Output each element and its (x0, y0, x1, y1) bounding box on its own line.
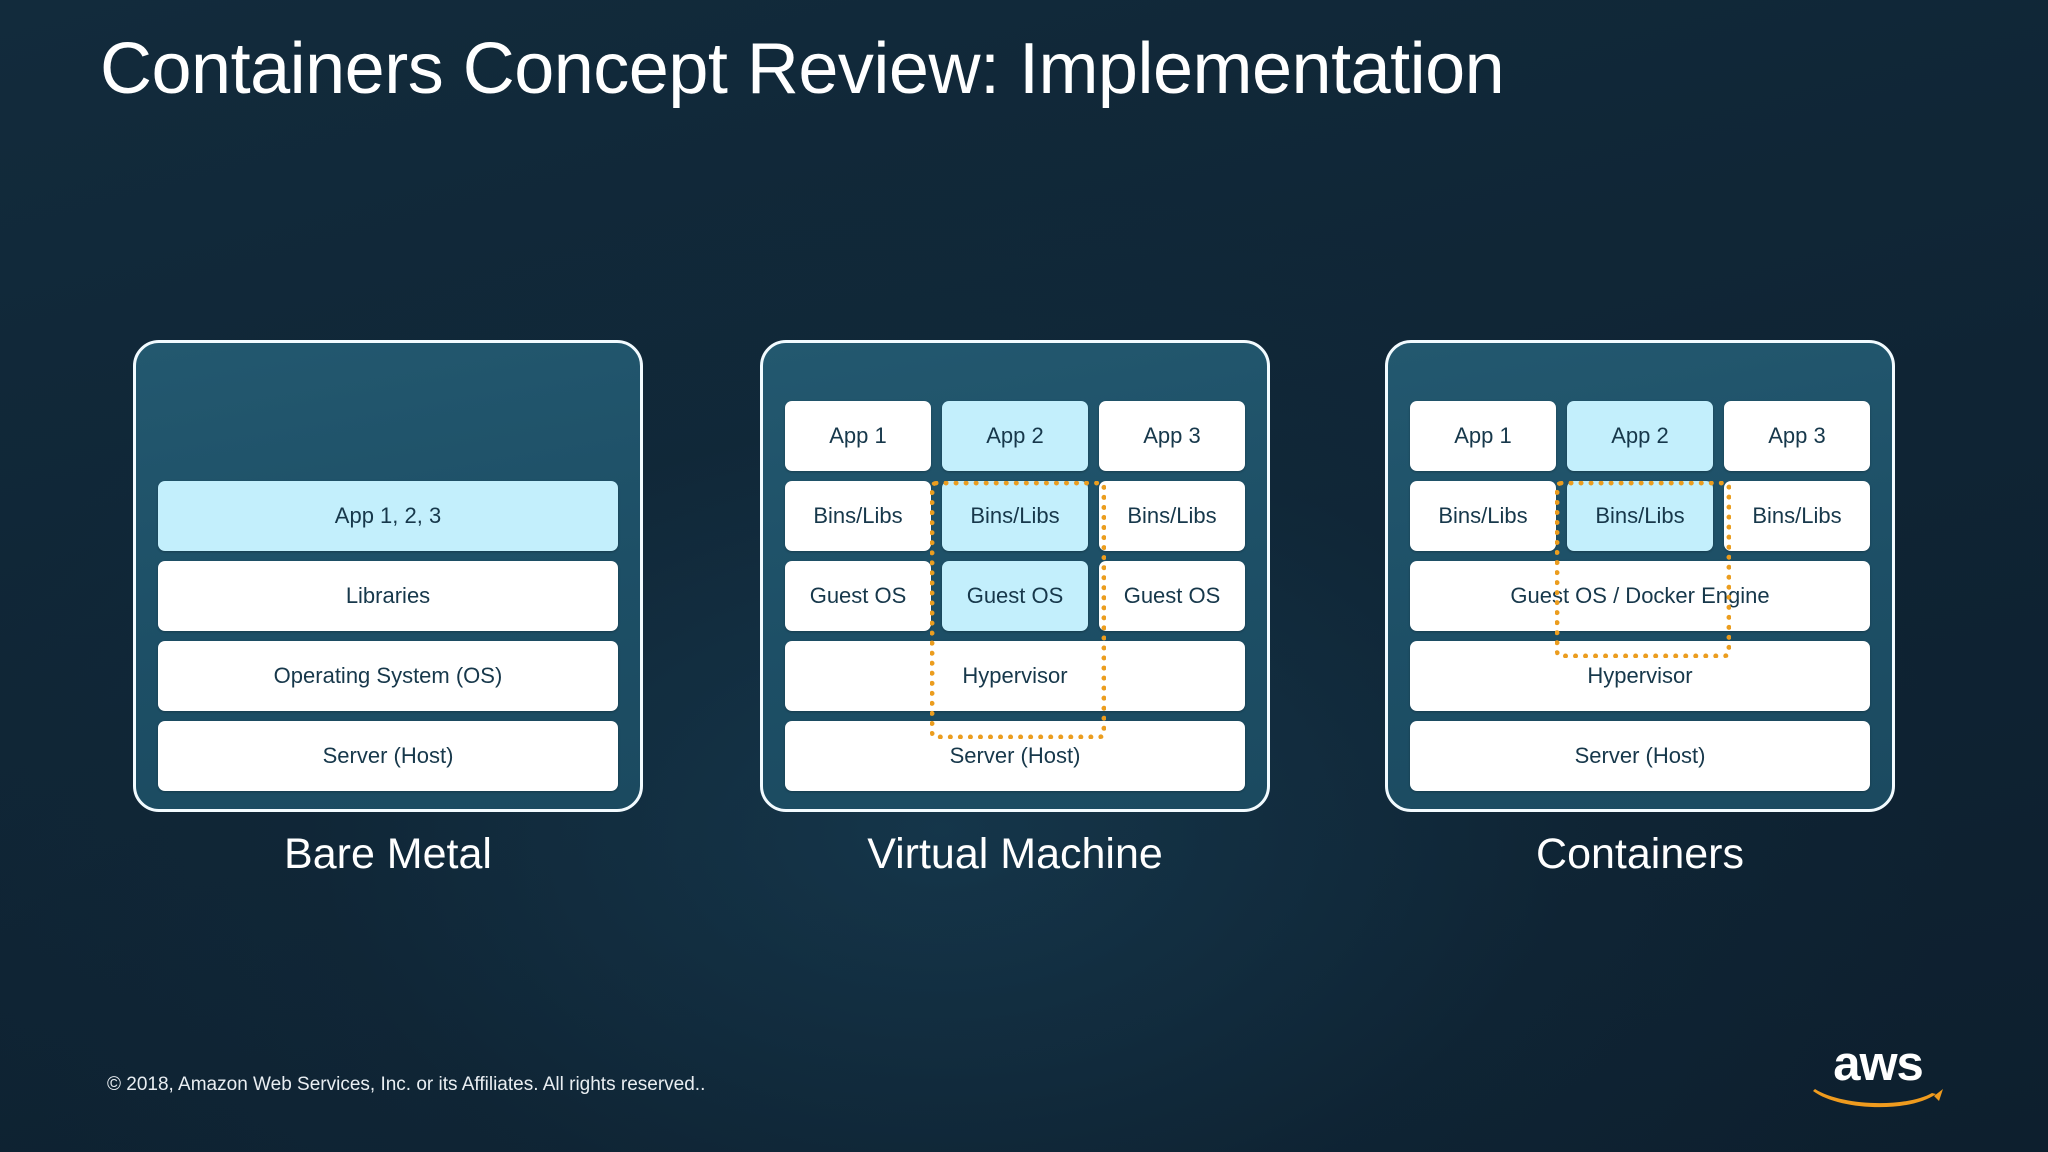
stack-cell-app1[interactable]: App 1 (785, 401, 931, 471)
stack-cell-app2[interactable]: App 2 (942, 401, 1088, 471)
panel-column-bare-metal: App 1, 2, 3 Libraries Operating System (… (133, 340, 643, 878)
aws-smile-arrow-icon (1813, 1089, 1943, 1108)
panel-caption-virtual-machine: Virtual Machine (867, 830, 1163, 878)
stack-cell-hypervisor[interactable]: Hypervisor (1410, 641, 1870, 711)
stack-cell-binslibs1[interactable]: Bins/Libs (1410, 481, 1556, 551)
aws-wordmark-text: aws (1833, 1037, 1924, 1091)
aws-logo: aws (1808, 1040, 1948, 1112)
stack-row-server: Server (Host) (1410, 721, 1870, 791)
stack-cell-docker-engine[interactable]: Guest OS / Docker Engine (1410, 561, 1870, 631)
panel-bare-metal: App 1, 2, 3 Libraries Operating System (… (133, 340, 643, 812)
panel-spacer (1410, 361, 1870, 391)
stack-cell-app[interactable]: App 1, 2, 3 (158, 481, 618, 551)
panel-virtual-machine: App 1 App 2 App 3 Bins/Libs Bins/Libs Bi… (760, 340, 1270, 812)
stack-cell-server[interactable]: Server (Host) (785, 721, 1245, 791)
stack-cell-binslibs3[interactable]: Bins/Libs (1099, 481, 1245, 551)
stack-cell-app3[interactable]: App 3 (1099, 401, 1245, 471)
stack-row-hypervisor: Hypervisor (785, 641, 1245, 711)
stack-cell-binslibs2[interactable]: Bins/Libs (942, 481, 1088, 551)
stack-cell-binslibs3[interactable]: Bins/Libs (1724, 481, 1870, 551)
panel-spacer (158, 361, 618, 471)
stack-row: Server (Host) (158, 721, 618, 791)
stack-row: Operating System (OS) (158, 641, 618, 711)
stack-row-docker-engine: Guest OS / Docker Engine (1410, 561, 1870, 631)
stack-cell-guestos1[interactable]: Guest OS (785, 561, 931, 631)
stack-cell-hypervisor[interactable]: Hypervisor (785, 641, 1245, 711)
panel-spacer (785, 361, 1245, 391)
stack-row-binslibs: Bins/Libs Bins/Libs Bins/Libs (785, 481, 1245, 551)
stack-row-binslibs: Bins/Libs Bins/Libs Bins/Libs (1410, 481, 1870, 551)
stack-cell-app2[interactable]: App 2 (1567, 401, 1713, 471)
stack-cell-binslibs2[interactable]: Bins/Libs (1567, 481, 1713, 551)
stack-row: Libraries (158, 561, 618, 631)
panel-column-containers: App 1 App 2 App 3 Bins/Libs Bins/Libs Bi… (1385, 340, 1895, 878)
stack-cell-os[interactable]: Operating System (OS) (158, 641, 618, 711)
panel-column-virtual-machine: App 1 App 2 App 3 Bins/Libs Bins/Libs Bi… (760, 340, 1270, 878)
stack-cell-app3[interactable]: App 3 (1724, 401, 1870, 471)
stack-cell-binslibs1[interactable]: Bins/Libs (785, 481, 931, 551)
panel-containers: App 1 App 2 App 3 Bins/Libs Bins/Libs Bi… (1385, 340, 1895, 812)
stack-cell-server[interactable]: Server (Host) (1410, 721, 1870, 791)
stack-cell-app1[interactable]: App 1 (1410, 401, 1556, 471)
stack-cell-server[interactable]: Server (Host) (158, 721, 618, 791)
stack-row-apps: App 1 App 2 App 3 (1410, 401, 1870, 471)
copyright-text: © 2018, Amazon Web Services, Inc. or its… (107, 1074, 706, 1095)
stack-cell-guestos2[interactable]: Guest OS (942, 561, 1088, 631)
stack-row-guestos: Guest OS Guest OS Guest OS (785, 561, 1245, 631)
page-title: Containers Concept Review: Implementatio… (100, 29, 1505, 109)
panel-caption-bare-metal: Bare Metal (284, 830, 492, 878)
panel-caption-containers: Containers (1536, 830, 1744, 878)
stack-row-apps: App 1 App 2 App 3 (785, 401, 1245, 471)
stack-row: App 1, 2, 3 (158, 481, 618, 551)
stack-cell-libraries[interactable]: Libraries (158, 561, 618, 631)
stack-cell-guestos3[interactable]: Guest OS (1099, 561, 1245, 631)
stack-row-hypervisor: Hypervisor (1410, 641, 1870, 711)
stack-row-server: Server (Host) (785, 721, 1245, 791)
diagram-panels: App 1, 2, 3 Libraries Operating System (… (0, 340, 2048, 878)
